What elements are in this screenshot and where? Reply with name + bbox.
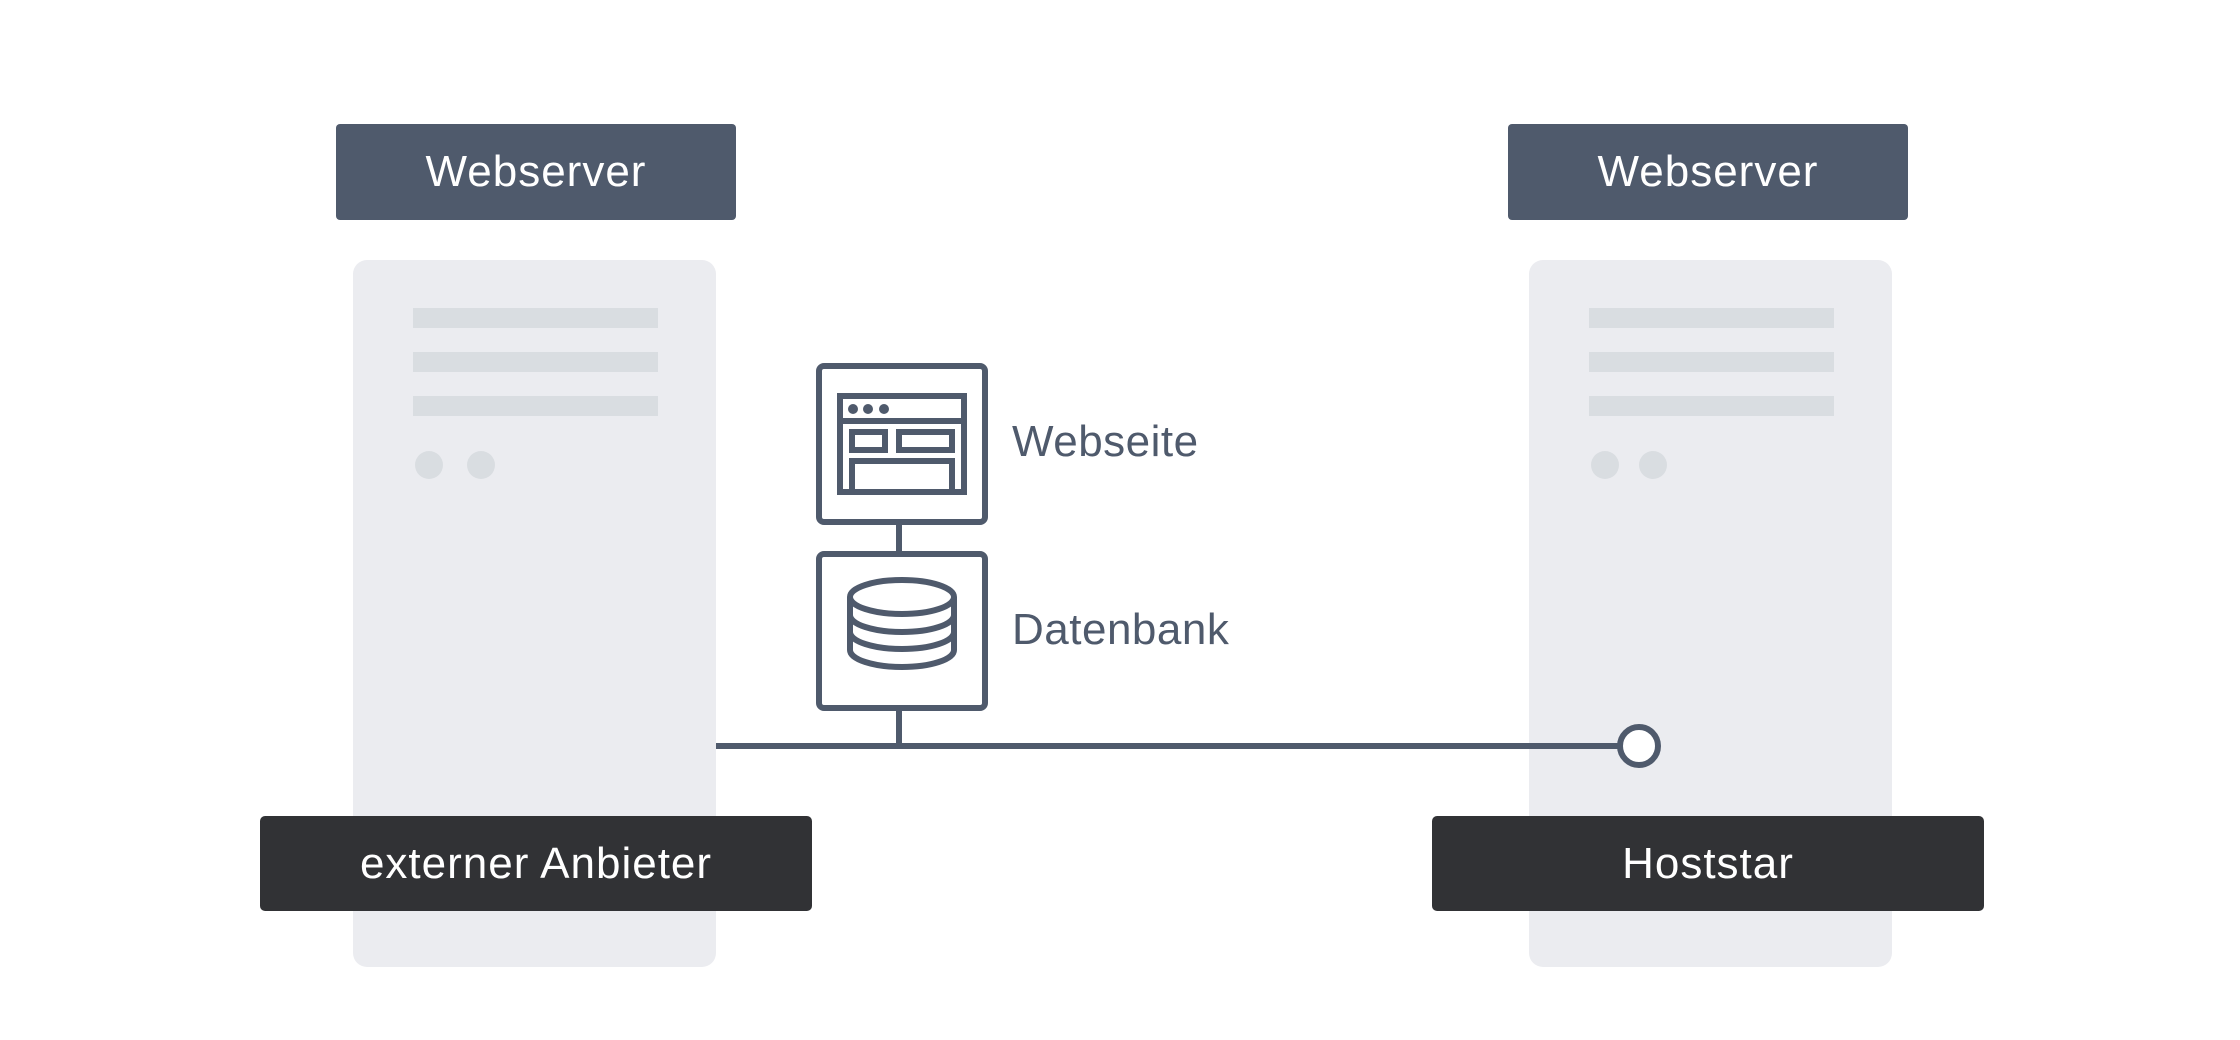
website-label: Webseite [1012,417,1199,466]
server-slot [413,396,658,416]
browser-window-icon [816,363,988,525]
server-slot [1589,308,1834,328]
right-server-title: Webserver [1508,124,1908,220]
server-slot [1589,396,1834,416]
server-led [415,451,443,479]
database-label: Datenbank [1012,605,1230,654]
server-slot [413,308,658,328]
server-slot [413,352,658,372]
server-slot [1589,352,1834,372]
right-provider-label: Hoststar [1432,816,1984,911]
left-provider-label: externer Anbieter [260,816,812,911]
server-led [1591,451,1619,479]
server-led [467,451,495,479]
connection-endpoint [1617,724,1661,768]
left-server-title: Webserver [336,124,736,220]
server-led [1639,451,1667,479]
database-icon [816,551,988,711]
